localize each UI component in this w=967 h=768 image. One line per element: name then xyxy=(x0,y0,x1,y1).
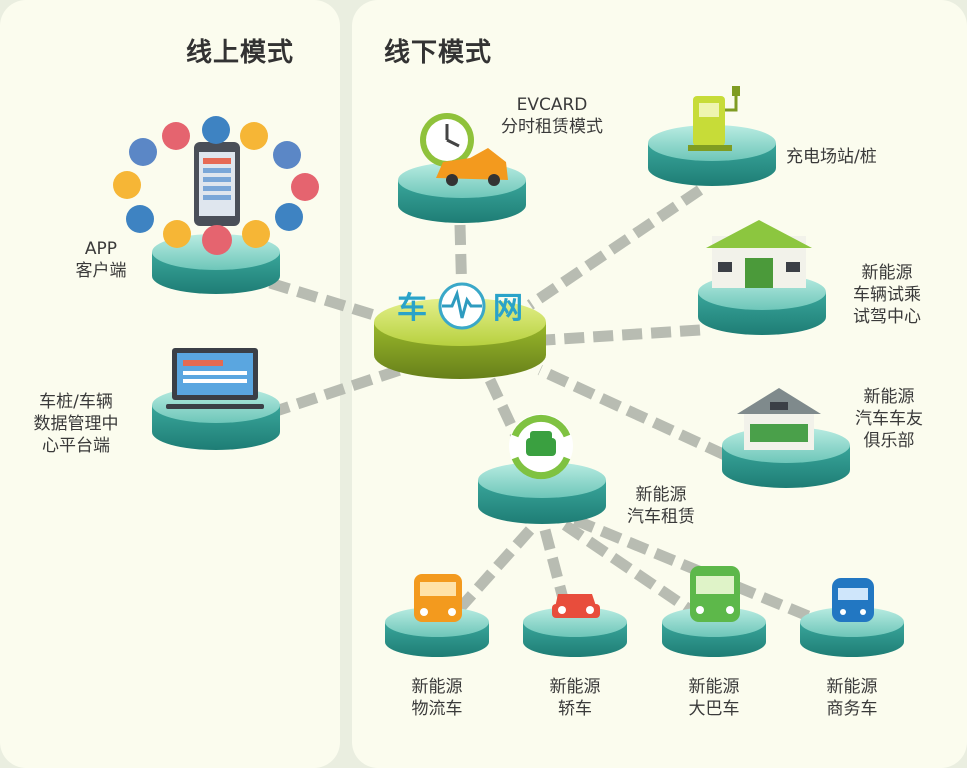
platform-logistics xyxy=(385,607,489,657)
label-logistics: 新能源 物流车 xyxy=(411,677,463,719)
hub-text-left: 车 xyxy=(397,291,427,326)
connector-business xyxy=(572,514,833,631)
home-icon xyxy=(162,122,190,150)
charging-station-icon xyxy=(688,86,740,151)
connector-charging xyxy=(526,185,704,310)
platform-rental xyxy=(478,462,606,524)
recycle-car-icon xyxy=(509,414,573,480)
offline-mode-title: 线下模式 xyxy=(384,38,493,68)
monitor-icon xyxy=(166,348,264,409)
connector-sedan xyxy=(539,528,576,627)
pulse-icon xyxy=(442,288,482,319)
smartphone-icon xyxy=(194,142,240,226)
sedan-car-icon xyxy=(552,594,600,618)
label-bus: 新能源 大巴车 xyxy=(688,677,740,719)
car-icon xyxy=(436,148,508,186)
cart-icon xyxy=(291,173,319,201)
logistics-bus-icon xyxy=(414,574,462,622)
location-pin-icon xyxy=(202,225,232,255)
label-app: APP 客户端 xyxy=(75,239,127,281)
label-rental: 新能源 汽车租赁 xyxy=(627,485,695,527)
connector-rental xyxy=(485,377,537,473)
label-sedan: 新能源 轿车 xyxy=(549,677,601,719)
search-icon xyxy=(273,141,301,169)
connector-test-drive xyxy=(544,324,701,346)
connector-app xyxy=(268,277,402,329)
house-icon xyxy=(737,388,821,450)
hub-emblem xyxy=(438,282,486,330)
label-test-drive: 新能源 车辆试乘 试驾中心 xyxy=(853,263,921,327)
hub-text-right: 网 xyxy=(493,291,523,326)
car-icon xyxy=(129,138,157,166)
monitor-small-icon xyxy=(163,220,191,248)
connector-data-center xyxy=(268,364,402,419)
phone-icon xyxy=(275,203,303,231)
clock-icon xyxy=(420,113,474,167)
money-bag-icon xyxy=(242,220,270,248)
business-van-icon xyxy=(832,578,874,622)
label-business: 新能源 商务车 xyxy=(826,677,878,719)
label-data-center: 车桩/车辆 数据管理中 心平台端 xyxy=(33,392,119,456)
bus-icon xyxy=(690,566,740,622)
label-club: 新能源 汽车车友 俱乐部 xyxy=(855,387,923,451)
cloud-icon xyxy=(126,205,154,233)
online-mode-title: 线上模式 xyxy=(186,38,295,68)
label-evcard: EVCARD 分时租赁模式 xyxy=(501,95,603,137)
gas-icon xyxy=(240,122,268,150)
clock-icon xyxy=(202,116,230,144)
building-icon xyxy=(706,220,812,288)
connector-club xyxy=(537,365,728,460)
label-charging: 充电场站/桩 xyxy=(786,147,877,167)
wallet-icon xyxy=(113,171,141,199)
hub-platform: 车 网 xyxy=(374,282,546,379)
platform-sedan xyxy=(523,607,627,657)
app-feature-icons xyxy=(113,116,319,255)
